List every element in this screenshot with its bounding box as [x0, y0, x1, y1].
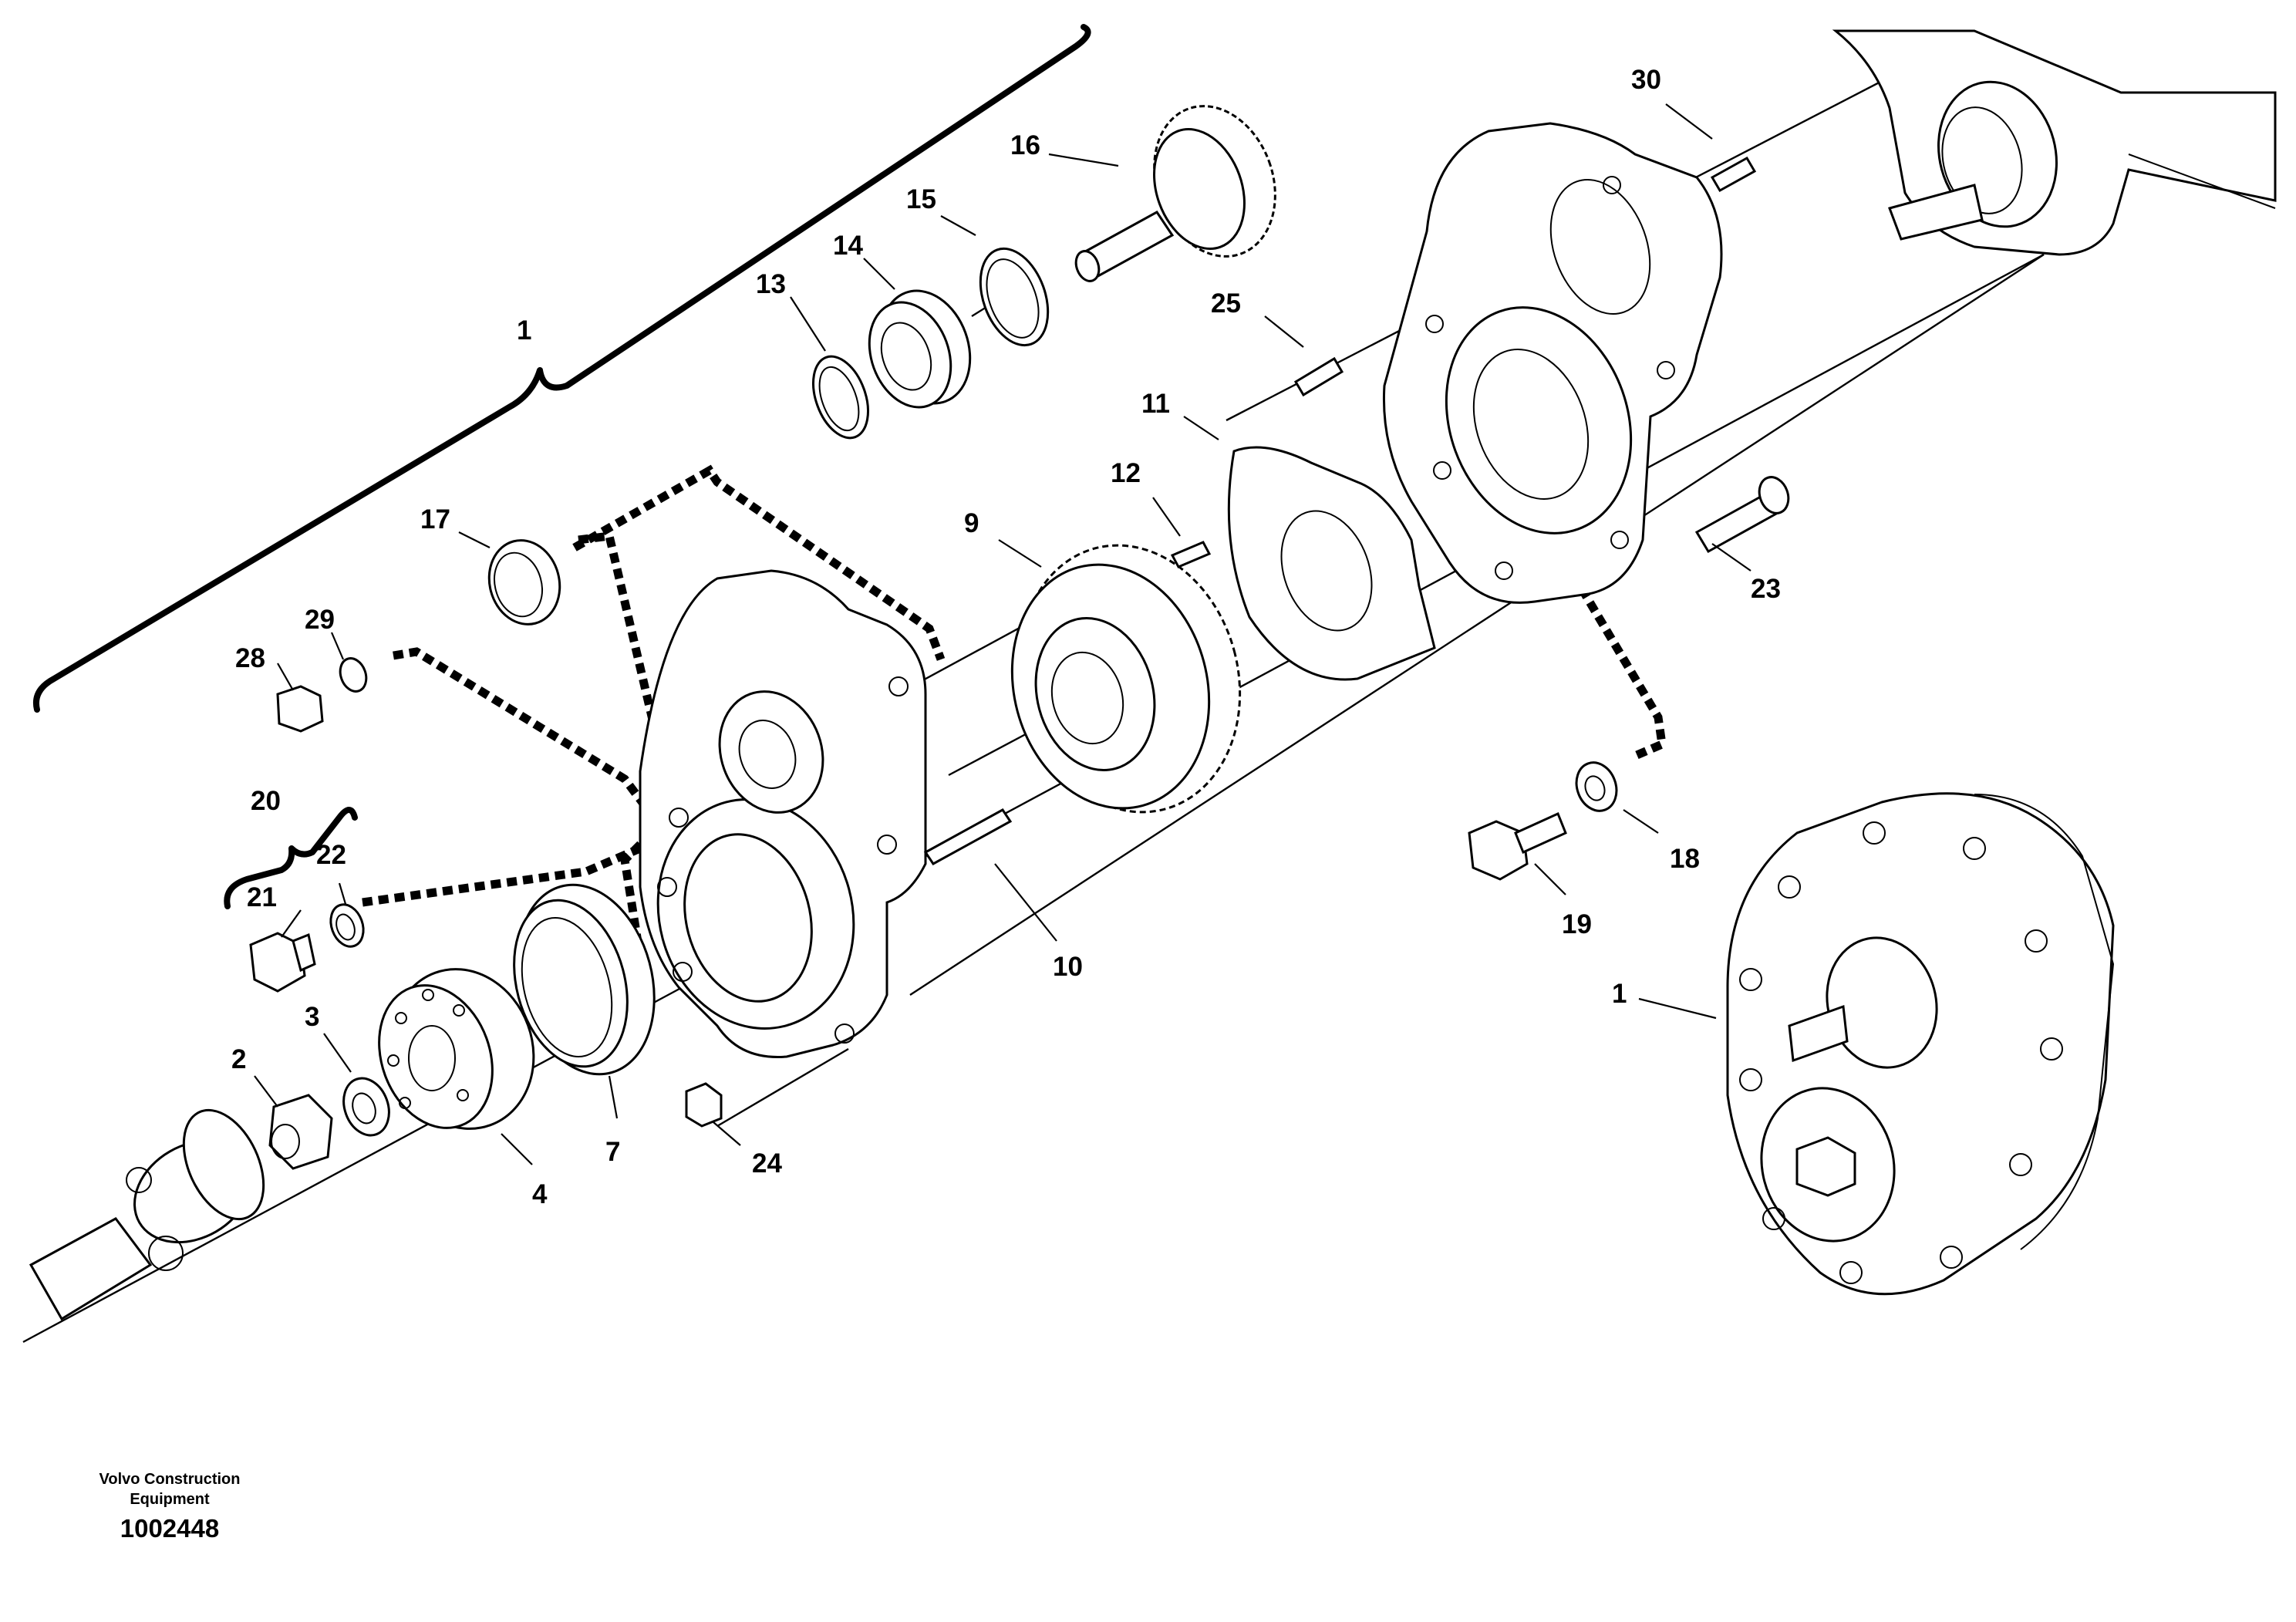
- callout-19: 19: [1562, 909, 1592, 939]
- part-22-o-ring: [329, 903, 365, 948]
- callout-17: 17: [420, 504, 450, 534]
- callout-22: 22: [316, 840, 346, 870]
- assembled-gearbox: [1726, 792, 2115, 1296]
- callout-9: 9: [964, 508, 979, 538]
- part-19-bolt: [1468, 811, 1567, 881]
- callout-21: 21: [247, 882, 277, 912]
- manufacturer-line-1: Volvo Construction: [99, 1471, 241, 1488]
- callout-1-assembly: 1: [1612, 979, 1627, 1009]
- callout-15: 15: [906, 184, 936, 214]
- part-13-snap-ring: [812, 355, 869, 440]
- drive-shaft: [29, 1108, 265, 1321]
- group-brace-1: [33, 24, 1091, 713]
- front-housing-cover: [639, 569, 927, 1058]
- callout-3: 3: [305, 1002, 319, 1032]
- callout-20: 20: [251, 786, 281, 816]
- part-2-nut: [268, 1094, 333, 1170]
- callout-13: 13: [756, 269, 786, 299]
- part-18-washer: [1575, 761, 1618, 812]
- part-15-circlip: [979, 247, 1050, 347]
- part-23-long-bolt: [1694, 476, 1790, 554]
- part-4-flange: [378, 968, 535, 1130]
- callout-16: 16: [1010, 130, 1040, 160]
- manufacturer-line-2: Equipment: [130, 1491, 210, 1508]
- group-brace-20: [224, 807, 358, 909]
- part-29-o-ring: [339, 657, 368, 693]
- callout-7: 7: [605, 1137, 620, 1167]
- part-17-seal: [487, 539, 561, 626]
- callout-29: 29: [305, 605, 335, 635]
- leader-lines: [254, 103, 1752, 1165]
- callout-11: 11: [1141, 389, 1170, 419]
- part-3-washer: [342, 1077, 390, 1137]
- callout-4: 4: [532, 1179, 548, 1209]
- part-11-cover-plate: [1227, 446, 1436, 681]
- part-10-stud: [923, 808, 1013, 865]
- document-number: 1002448: [120, 1514, 220, 1543]
- callout-1: 1: [517, 315, 531, 346]
- callout-12: 12: [1111, 458, 1141, 488]
- part-16-pinion-shaft: [1074, 105, 1276, 282]
- part-25-dowel-pin: [1293, 356, 1344, 397]
- part-9-large-gear: [1010, 544, 1242, 814]
- callout-18: 18: [1670, 844, 1700, 874]
- callout-25: 25: [1211, 288, 1241, 319]
- part-30-set-screw: [1710, 156, 1757, 193]
- document-footer: Volvo Construction Equipment 1002448: [73, 1469, 266, 1543]
- part-28-plug: [276, 685, 324, 733]
- part-14-bearing: [868, 289, 972, 409]
- callout-2: 2: [231, 1044, 246, 1074]
- callout-10: 10: [1053, 952, 1083, 982]
- rear-housing: [1382, 122, 1723, 604]
- part-21-plug: [249, 932, 316, 993]
- mounting-housing: [1832, 29, 2277, 256]
- callout-23: 23: [1751, 574, 1781, 604]
- callout-14: 14: [833, 231, 863, 261]
- callout-30: 30: [1631, 65, 1661, 95]
- part-24-nut: [685, 1082, 723, 1128]
- callout-24: 24: [752, 1148, 782, 1179]
- part-7-seal-ring: [513, 883, 656, 1076]
- callout-28: 28: [235, 643, 265, 673]
- part-12-pin: [1170, 541, 1212, 568]
- callout-labels: 1 1 2 3 4 7 9 10 11 12 13 14 15 16 17 18…: [231, 65, 1781, 1209]
